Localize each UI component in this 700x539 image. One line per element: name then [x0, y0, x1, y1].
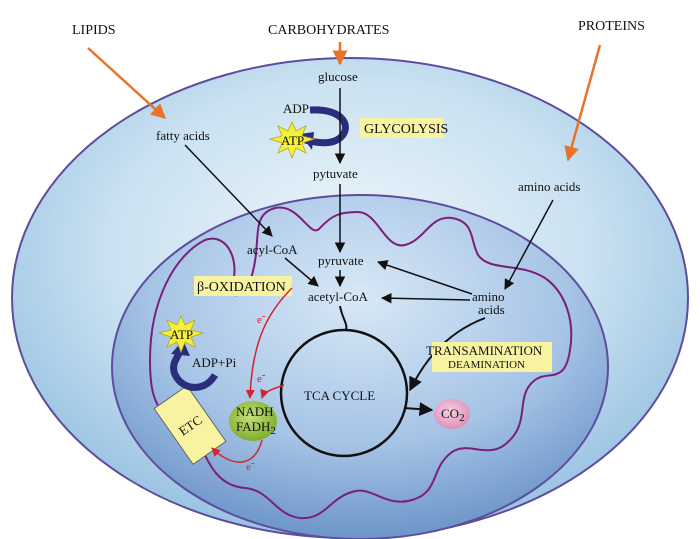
- electron-flow-beta-oxidation: [245, 287, 293, 399]
- nadh-fadh2-bubble: [229, 401, 277, 441]
- electron-flow-to-etc: [211, 439, 263, 463]
- nadh-label: NADH: [236, 404, 274, 419]
- electron-flow-tca: [260, 384, 285, 399]
- transamination-label: TRANSAMINATION: [426, 343, 543, 358]
- tca-to-co2-arrow: [403, 402, 434, 417]
- acids-label: acids: [478, 302, 505, 317]
- co2-label: CO2: [441, 406, 465, 424]
- adp-pi-label: ADP+Pi: [192, 355, 237, 370]
- adp-label: ADP: [283, 101, 309, 116]
- atp-star-etc-icon: [157, 315, 205, 354]
- mitochondrion-cristae: [148, 206, 573, 520]
- beta-oxidation-box: [194, 276, 292, 296]
- electron-label-1: e-: [257, 310, 266, 326]
- glycolysis-label: GLYCOLYSIS: [364, 122, 448, 137]
- proteins-label: PROTEINS: [578, 19, 645, 34]
- transamination-box: [432, 342, 552, 372]
- carbohydrates-label: CARBOHYDRATES: [268, 23, 389, 38]
- atp-star-icon: [268, 121, 316, 160]
- amino-label: amino: [472, 289, 505, 304]
- atp-label-etc: ATP: [170, 327, 193, 342]
- fatty-acid-import-arrow: [184, 144, 273, 237]
- fadh2-label: FADH2: [236, 419, 276, 437]
- acetyl-to-tca-arrow: [339, 305, 348, 331]
- fatty-acids-label: fatty acids: [156, 128, 210, 143]
- proteins-arrow: [564, 44, 602, 162]
- acyl-to-acetyl-arrow: [284, 257, 319, 287]
- etc-atp-cycle-arrow: [170, 350, 219, 391]
- pyruvate-label: pyruvate: [318, 253, 364, 268]
- tca-cycle-label: TCA CYCLE: [304, 388, 375, 403]
- glycolysis-box: [360, 118, 443, 138]
- atp-label-glycolysis: ATP: [281, 133, 304, 148]
- etc-box: [153, 384, 227, 466]
- glucose-label: glucose: [318, 69, 358, 84]
- acetyl-coa-label: acetyl-CoA: [308, 289, 369, 304]
- beta-oxidation-label: β-OXIDATION: [197, 280, 286, 295]
- deamination-label: DEAMINATION: [448, 359, 525, 371]
- tca-cycle-circle: [279, 328, 409, 458]
- pytuvate-label: pytuvate: [313, 166, 358, 181]
- acyl-coa-label: acyl-CoA: [247, 242, 298, 257]
- amino-acid-import-arrow: [504, 199, 554, 290]
- electron-label-3: e-: [246, 457, 255, 473]
- electron-label-2: e-: [257, 369, 266, 385]
- amino-to-pyruvate-arrow: [377, 260, 473, 295]
- lipids-label: LIPIDS: [72, 23, 116, 38]
- amino-to-acetyl-arrow: [380, 292, 471, 304]
- co2-bubble: [434, 399, 470, 429]
- amino-acids-label: amino acids: [518, 179, 580, 194]
- lipids-arrow: [87, 47, 167, 120]
